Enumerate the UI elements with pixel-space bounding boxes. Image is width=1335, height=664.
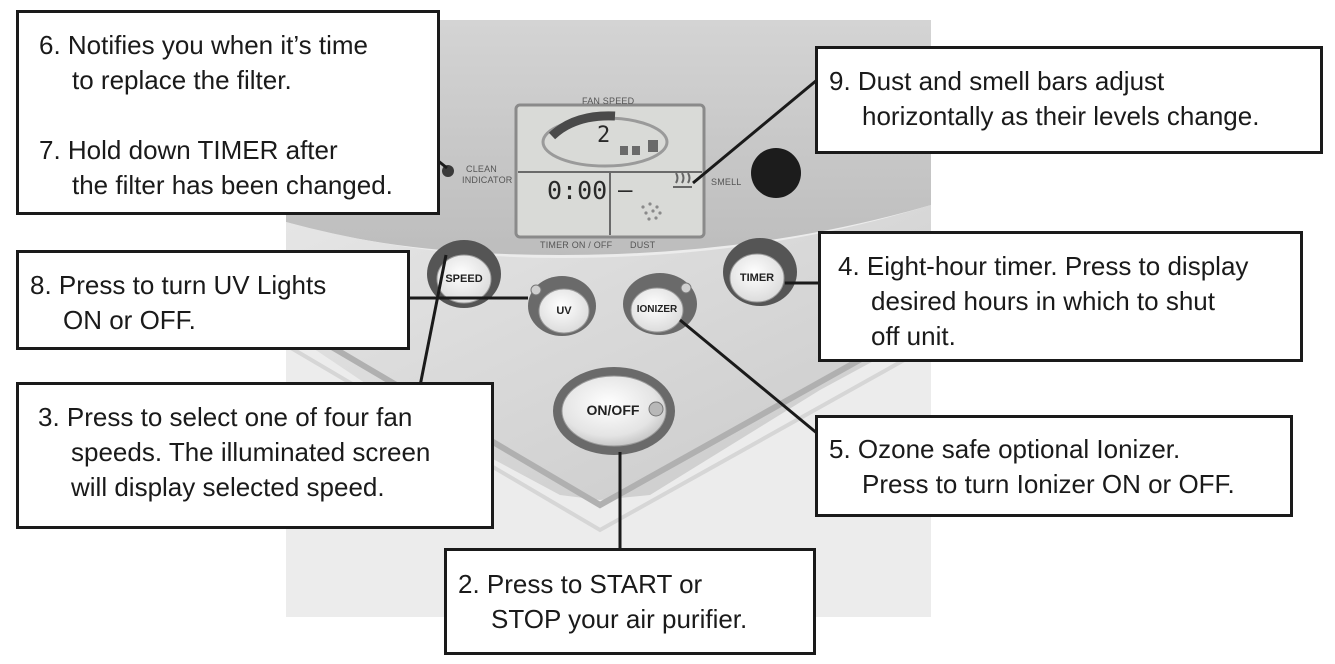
smell-icon	[673, 172, 692, 188]
callout-8: 8. Press to turn UV Lights ON or OFF.	[16, 250, 410, 350]
callout-2-line-2: STOP your air purifier.	[491, 604, 748, 634]
lcd-dash: –	[618, 176, 633, 204]
callout-9-line-2: horizontally as their levels change.	[862, 101, 1260, 131]
lcd-timer-readout: 0:00	[547, 176, 608, 205]
onoff-button[interactable]	[553, 367, 675, 455]
uv-button[interactable]	[528, 276, 596, 336]
callout-3-line-3: will display selected speed.	[71, 472, 385, 502]
panel-trim	[284, 317, 933, 509]
leader-line-9	[692, 78, 818, 185]
callout-4-line-3: off unit.	[871, 321, 956, 351]
uv-indicator-light	[530, 284, 542, 296]
callout-3-line-2: speeds. The illuminated screen	[71, 437, 431, 467]
leader-line-5	[679, 318, 819, 436]
ionizer-button-label: IONIZER	[636, 304, 678, 315]
callout-4-line-2: desired hours in which to shut	[871, 286, 1215, 316]
smell-sensor	[751, 148, 801, 198]
callout-7-line-2: the filter has been changed.	[72, 170, 393, 200]
clean-indicator-label: CLEAN	[466, 164, 498, 174]
callout-8-line-1: 8. Press to turn UV Lights	[30, 270, 327, 300]
callout-9: 9. Dust and smell bars adjust horizontal…	[815, 46, 1323, 154]
ionizer-button[interactable]	[623, 273, 697, 335]
lcd-fan-speed-label: FAN SPEED	[582, 96, 635, 106]
onoff-indicator-light	[648, 401, 664, 417]
callout-5-line-1: 5. Ozone safe optional Ionizer.	[829, 434, 1181, 464]
callout-3: 3. Press to select one of four fan speed…	[16, 382, 494, 529]
callout-8-line-2: ON or OFF.	[63, 305, 196, 335]
callout-4: 4. Eight-hour timer. Press to display de…	[818, 231, 1303, 362]
clean-indicator-label-2: INDICATOR	[462, 175, 513, 185]
callout-4-line-1: 4. Eight-hour timer. Press to display	[838, 251, 1249, 281]
timer-button[interactable]	[723, 238, 797, 306]
callout-2-line-1: 2. Press to START or	[458, 569, 703, 599]
callout-7-line-1: 7. Hold down TIMER after	[39, 135, 338, 165]
speed-button-label: SPEED	[445, 273, 483, 285]
lcd-dust-label: DUST	[630, 240, 656, 250]
ionizer-indicator-light	[680, 282, 692, 294]
dust-icon	[641, 202, 662, 221]
callout-3-line-1: 3. Press to select one of four fan	[38, 402, 413, 432]
fan-speed-arc	[548, 111, 616, 140]
leader-line-3	[418, 254, 448, 387]
callout-5: 5. Ozone safe optional Ionizer. Press to…	[815, 415, 1293, 517]
callout-2: 2. Press to START or STOP your air purif…	[444, 548, 816, 655]
lcd-speed-digit: 2	[597, 123, 611, 148]
onoff-button-label: ON/OFF	[586, 402, 640, 418]
smell-label: SMELL	[711, 177, 742, 187]
callout-6-line-2: to replace the filter.	[72, 65, 292, 95]
callout-6-7: 6. Notifies you when it’s time to replac…	[16, 10, 440, 215]
callout-5-line-2: Press to turn Ionizer ON or OFF.	[862, 469, 1235, 499]
uv-button-label: UV	[556, 305, 572, 317]
lcd-timer-label: TIMER ON / OFF	[540, 240, 613, 250]
callout-9-line-1: 9. Dust and smell bars adjust	[829, 66, 1165, 96]
callout-6-line-1: 6. Notifies you when it’s time	[39, 30, 368, 60]
timer-button-label: TIMER	[739, 272, 775, 284]
